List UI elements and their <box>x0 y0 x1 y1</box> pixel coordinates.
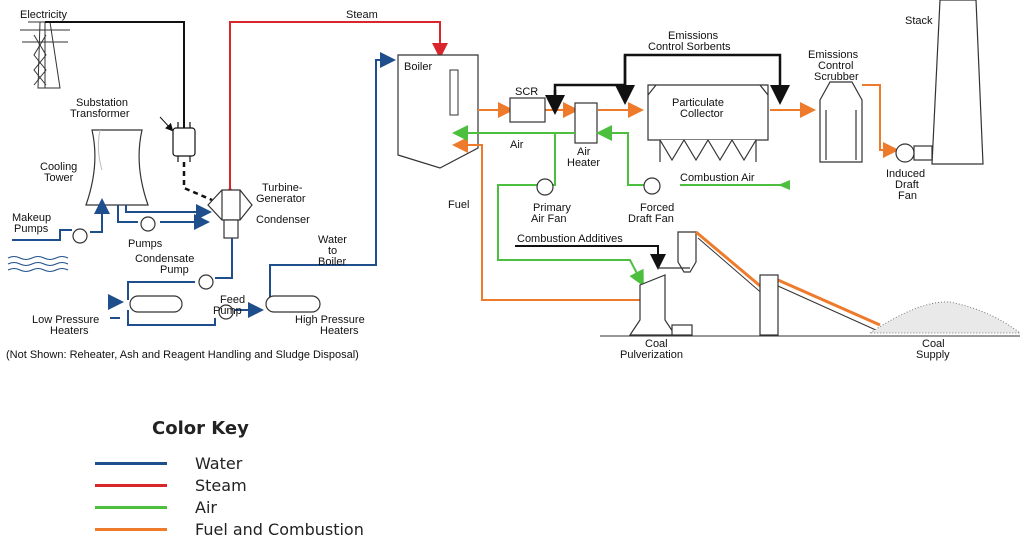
makeup-pump-icon <box>72 228 88 244</box>
label-forced-fan-1: Forced <box>640 202 674 214</box>
label-lp-1: Low Pressure <box>32 314 99 326</box>
air-lines <box>452 125 790 287</box>
forced-draft-fan-icon <box>643 177 661 195</box>
transmission-tower-icon <box>20 21 70 89</box>
steam-line <box>222 21 448 202</box>
low-pressure-heater-icon <box>129 295 183 313</box>
condensate-pump-icon <box>198 274 214 290</box>
label-turbine-2: Generator <box>256 193 306 205</box>
label-air-heater-2: Heater <box>567 157 600 169</box>
label-condensate-1: Condensate <box>135 253 194 265</box>
air-heater-icon <box>574 102 598 144</box>
label-primary-fan-2: Air Fan <box>531 213 566 225</box>
sorbent-lines <box>553 53 790 110</box>
primary-air-fan-icon <box>536 178 554 196</box>
circulation-pump-icon <box>140 216 156 232</box>
color-key-swatch <box>95 461 167 465</box>
label-particulate-1: Particulate <box>672 97 724 109</box>
label-supply-1: Coal <box>922 338 945 350</box>
label-scr: SCR <box>515 86 538 98</box>
label-lp-2: Heaters <box>50 325 89 337</box>
color-key-title: Color Key <box>152 418 249 439</box>
label-scrubber-3: Scrubber <box>814 71 859 83</box>
label-sorbents-1: Emissions <box>668 30 719 42</box>
color-key-label: Steam <box>195 475 247 495</box>
label-sorbents-2: Control Sorbents <box>648 41 731 53</box>
color-key-label: Fuel and Combustion <box>195 519 364 539</box>
color-key-item-fuel: Fuel and Combustion <box>95 518 364 540</box>
water-lines <box>12 52 396 326</box>
color-key-swatch <box>95 527 167 531</box>
label-induced-3: Fan <box>898 190 917 202</box>
coal-pile-icon <box>868 301 1022 334</box>
label-pulverization-1: Coal <box>645 338 668 350</box>
label-electricity: Electricity <box>20 9 68 21</box>
label-particulate-2: Collector <box>680 108 724 120</box>
label-combustion-air: Combustion Air <box>680 172 755 184</box>
label-primary-fan-1: Primary <box>533 202 571 214</box>
induced-draft-fan-icon <box>895 143 933 163</box>
label-boiler: Boiler <box>404 61 432 73</box>
substation-transformer-icon <box>172 122 196 162</box>
label-induced-2: Draft <box>895 179 919 191</box>
generator-dashed-line <box>182 162 213 202</box>
color-key-item-steam: Steam <box>95 474 247 496</box>
label-supply-2: Supply <box>916 349 950 361</box>
label-pulverization-2: Pulverization <box>620 349 683 361</box>
label-steam: Steam <box>346 9 378 21</box>
water-surface-icon <box>7 256 69 272</box>
label-feed-1: Feed <box>220 294 245 306</box>
particulate-collector-icon <box>647 84 769 162</box>
label-scrubber-2: Control <box>818 60 853 72</box>
label-substation-2: Transformer <box>70 108 130 120</box>
label-condensate-2: Pump <box>160 264 189 276</box>
label-water-boiler-2: to <box>328 245 337 257</box>
label-hp-2: Heaters <box>320 325 359 337</box>
color-key-swatch <box>95 505 167 509</box>
label-makeup-2: Pumps <box>14 223 49 235</box>
label-air: Air <box>510 139 524 151</box>
scrubber-icon <box>819 81 863 163</box>
color-key-item-air: Air <box>95 496 217 518</box>
additives-line <box>515 245 666 270</box>
label-induced-1: Induced <box>886 168 925 180</box>
color-key-swatch <box>95 483 167 487</box>
color-key-label: Air <box>195 497 217 517</box>
label-pumps: Pumps <box>128 238 163 250</box>
label-fuel: Fuel <box>448 199 469 211</box>
high-pressure-heater-icon <box>265 295 321 313</box>
scr-unit-icon <box>509 97 546 123</box>
label-stack: Stack <box>905 15 933 27</box>
label-cooling-1: Cooling <box>40 161 77 173</box>
label-water-boiler-3: Boiler <box>318 256 346 268</box>
label-scrubber-1: Emissions <box>808 49 859 61</box>
electricity-line <box>45 21 185 130</box>
turbine-generator-icon <box>207 189 253 239</box>
color-key-label: Water <box>195 453 243 473</box>
coal-conveyor-icon <box>695 230 881 336</box>
label-additives: Combustion Additives <box>517 233 623 245</box>
cooling-tower-icon <box>85 129 149 206</box>
feed-pump-icon <box>218 304 234 320</box>
label-substation-1: Substation <box>76 97 128 109</box>
label-water-boiler-1: Water <box>318 234 347 246</box>
label-condenser: Condenser <box>256 214 310 226</box>
label-forced-fan-2: Draft Fan <box>628 213 674 225</box>
coal-pulverizer-icon <box>628 231 697 336</box>
label-makeup-1: Makeup <box>12 212 51 224</box>
label-turbine-1: Turbine- <box>262 182 303 194</box>
label-feed-2: Pump <box>213 305 242 317</box>
label-air-heater-1: Air <box>577 146 591 158</box>
stack-icon <box>931 0 984 165</box>
label-cooling-2: Tower <box>44 172 74 184</box>
label-hp-1: High Pressure <box>295 314 365 326</box>
color-key-item-water: Water <box>95 452 242 474</box>
not-shown-note: (Not Shown: Reheater, Ash and Reagent Ha… <box>6 349 359 361</box>
